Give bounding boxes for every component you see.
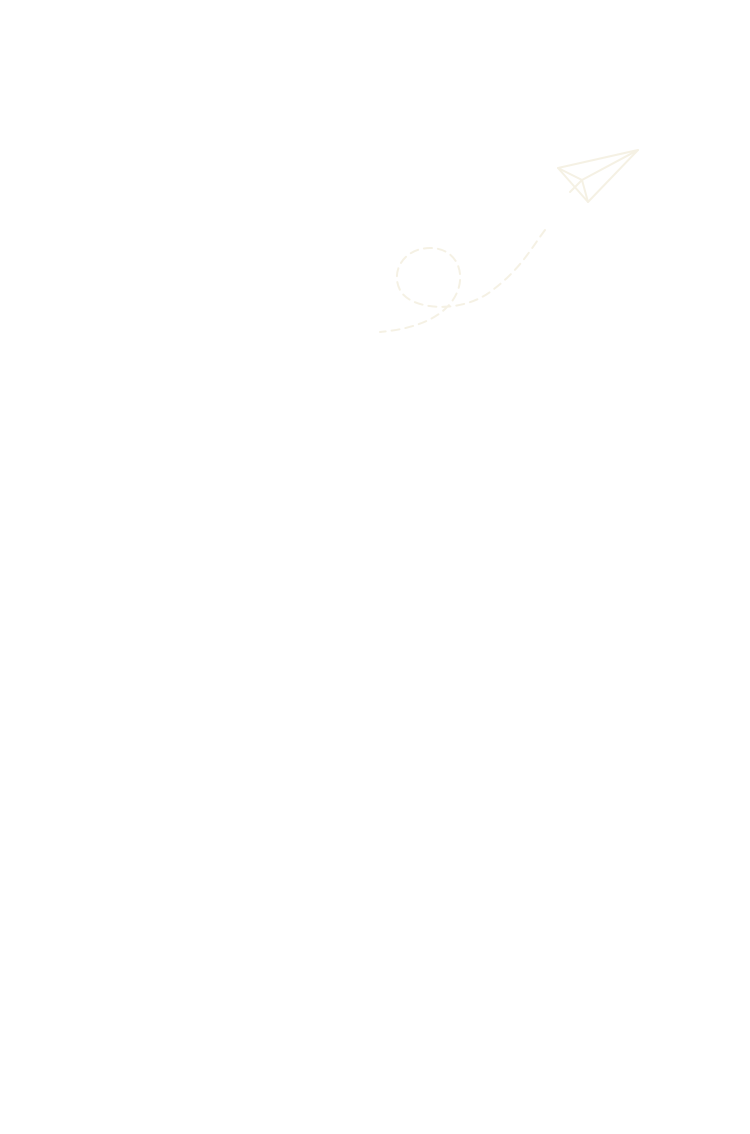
flight-trail — [379, 229, 546, 333]
paper-plane-illustration — [360, 140, 650, 345]
paper-plane-icon — [379, 149, 639, 333]
paper-plane — [557, 149, 639, 203]
